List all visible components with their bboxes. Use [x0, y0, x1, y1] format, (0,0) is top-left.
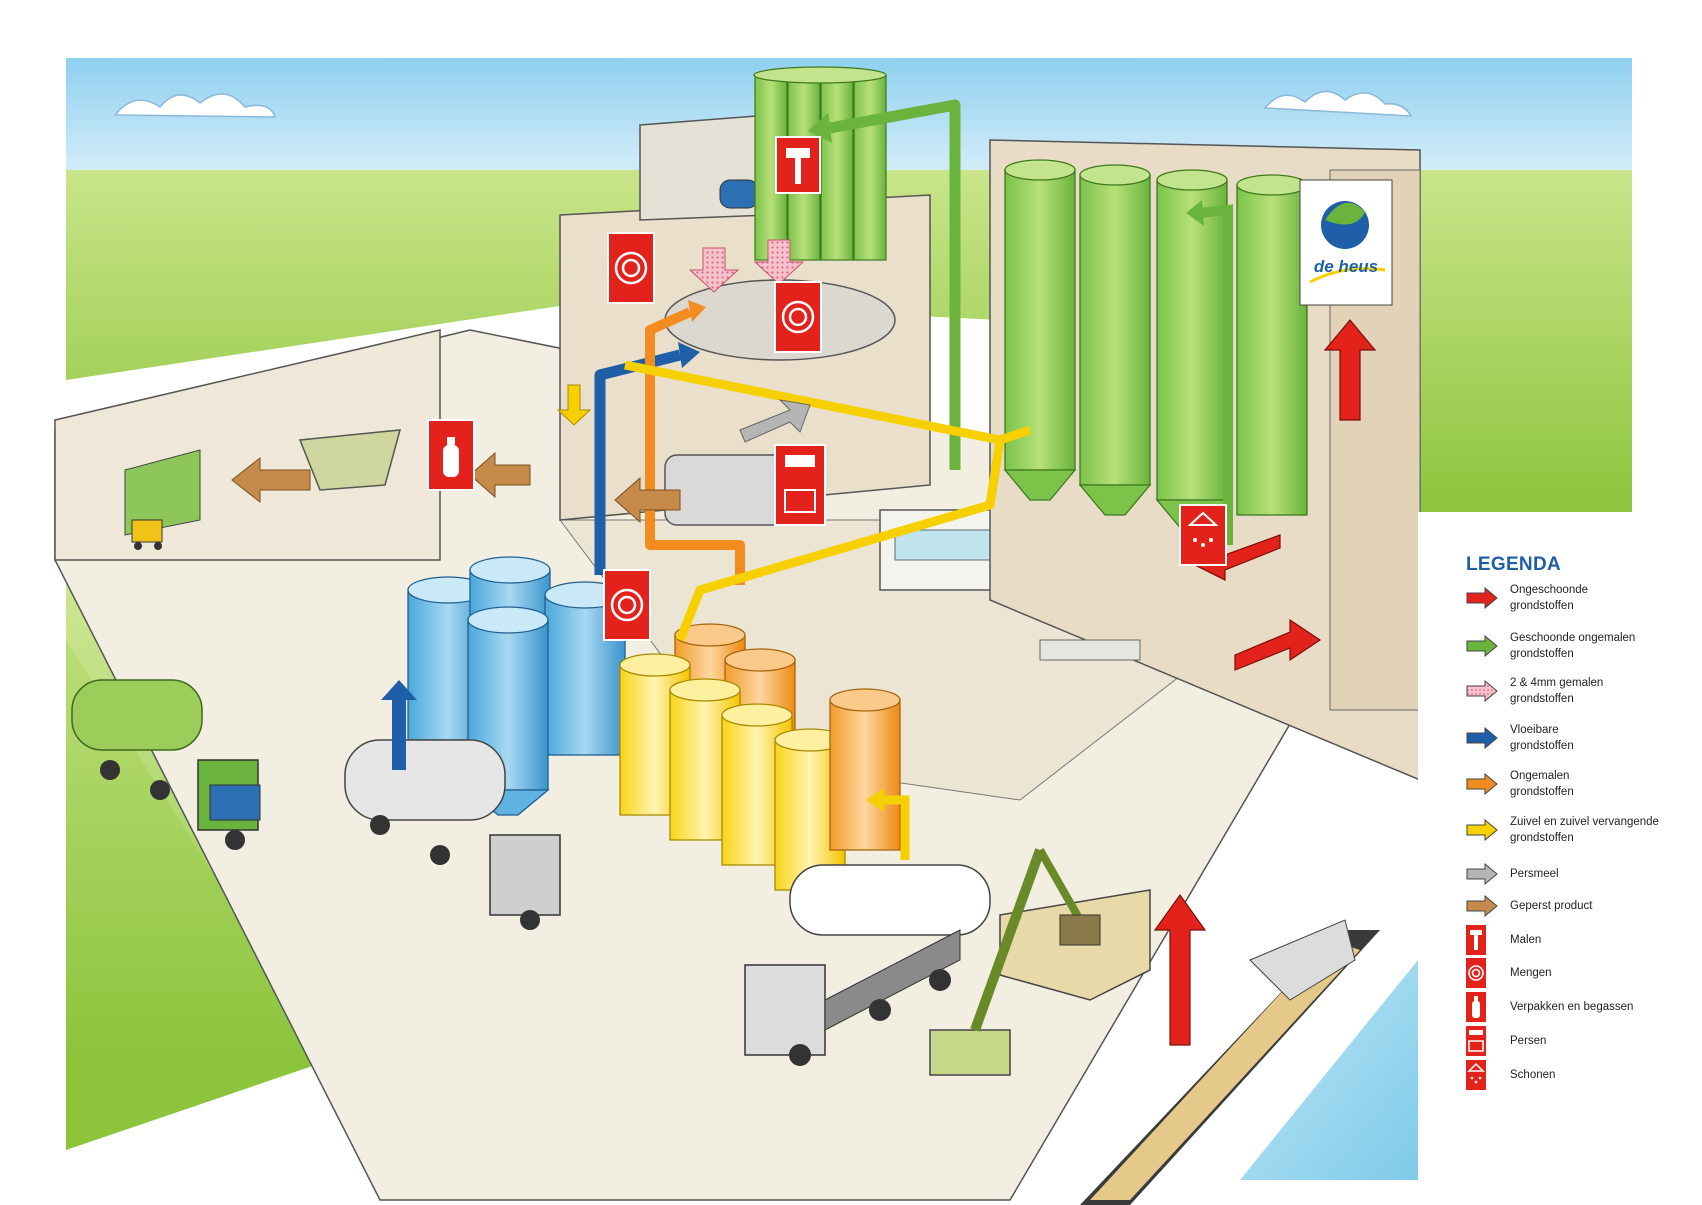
yellow-silo-group [619, 623, 901, 891]
flow-arrow-red [1153, 319, 1377, 1046]
legend-flow-item: Ongemalen grondstoffen [1466, 768, 1702, 802]
legend-process-label: Schonen [1510, 1069, 1556, 1081]
legend-process-label: Verpakken en begassen [1510, 1001, 1634, 1013]
flow-arrow-orange [645, 300, 745, 585]
canal-water [1240, 960, 1418, 1180]
legend-flow-item: Persmeel [1466, 858, 1702, 892]
legend-flow-label: Zuivel en zuivel vervangende grondstoffe… [1510, 816, 1659, 844]
legend-process-item: Verpakken en begassen [1466, 992, 1702, 1026]
spiral-icon [1466, 958, 1498, 988]
de-heus-logo: de heus [1299, 179, 1393, 306]
legend-flow-item: Ongeschoonde grondstoffen [1466, 582, 1702, 616]
green-tanker-truck [71, 679, 261, 850]
forklift [131, 519, 163, 543]
flow-arrow-icon [1466, 635, 1498, 657]
flow-arrow-green [808, 99, 1233, 545]
legend-flow-label: 2 & 4mm gemalen grondstoffen [1510, 677, 1604, 705]
flow-arrow-grey [739, 399, 811, 443]
silver-tanker-truck [344, 739, 561, 930]
flow-arrow-pink [688, 239, 805, 293]
legend-process-label: Mengen [1510, 967, 1552, 979]
logo-text: de heus [1314, 257, 1378, 276]
legend-flow-label: Geperst product [1510, 900, 1593, 912]
legend-flow-item: Geschoonde ongemalen grondstoffen [1466, 630, 1702, 664]
flow-arrow-icon [1466, 895, 1498, 917]
legend-flow-label: Geschoonde ongemalen grondstoffen [1510, 632, 1636, 660]
process-badge-verpakken [427, 419, 475, 491]
process-badge-mengen [607, 232, 655, 304]
process-badge-schonen [1179, 504, 1227, 566]
flow-arrow-icon [1466, 819, 1498, 841]
legend-process-label: Persen [1510, 1035, 1547, 1047]
legend-flow-item: Vloeibare grondstoffen [1466, 722, 1702, 756]
legend-flow-item: Geperst product [1466, 890, 1702, 924]
legend-process-label: Malen [1510, 934, 1542, 946]
legend-title: LEGENDA [1466, 554, 1561, 575]
warehouse-door [124, 449, 201, 536]
legend-flow-item: Zuivel en zuivel vervangende grondstoffe… [1466, 814, 1702, 848]
cleaning-sieve-icon [1466, 1060, 1498, 1090]
flow-arrow-yellow [556, 360, 1032, 860]
legend-process-item: Schonen [1466, 1060, 1702, 1094]
hopper [298, 429, 402, 491]
legend-flow-item: 2 & 4mm gemalen grondstoffen [1466, 675, 1702, 709]
flow-arrow-icon [1466, 863, 1498, 885]
legend-flow-label: Vloeibare grondstoffen [1510, 724, 1574, 752]
excavator-crane [929, 848, 1101, 1076]
process-badge-mengen [603, 569, 651, 641]
legend-process-item: Mengen [1466, 958, 1702, 992]
process-badge-persen [774, 444, 826, 526]
legend-flow-label: Ongemalen grondstoffen [1510, 770, 1574, 798]
tower-silo-group [753, 66, 887, 261]
gas-cylinder-icon [1466, 992, 1498, 1022]
flow-arrow-icon [1466, 773, 1498, 795]
control-room-window [894, 529, 1006, 561]
press-icon [1466, 1026, 1498, 1056]
legend-flow-label: Ongeschoonde grondstoffen [1510, 584, 1589, 612]
process-badge-mengen [774, 281, 822, 353]
legend-process-item: Malen [1466, 925, 1702, 959]
flow-arrow-brown [231, 451, 681, 524]
legend-flow-label: Persmeel [1510, 868, 1559, 880]
green-silo-group [1003, 159, 1308, 531]
hammer-icon [1466, 925, 1498, 955]
flow-arrow-icon [1466, 680, 1498, 702]
flow-arrow-icon [1466, 727, 1498, 749]
conveyor-duct [1039, 639, 1141, 661]
process-badge-malen [775, 136, 821, 194]
white-tanker-truck [744, 864, 991, 1066]
cargo-barge [1080, 919, 1380, 1205]
blue-motor [719, 179, 759, 209]
legend-process-item: Persen [1466, 1026, 1702, 1060]
cloud [113, 93, 277, 118]
cloud [1263, 90, 1413, 117]
flow-arrow-icon [1466, 587, 1498, 609]
